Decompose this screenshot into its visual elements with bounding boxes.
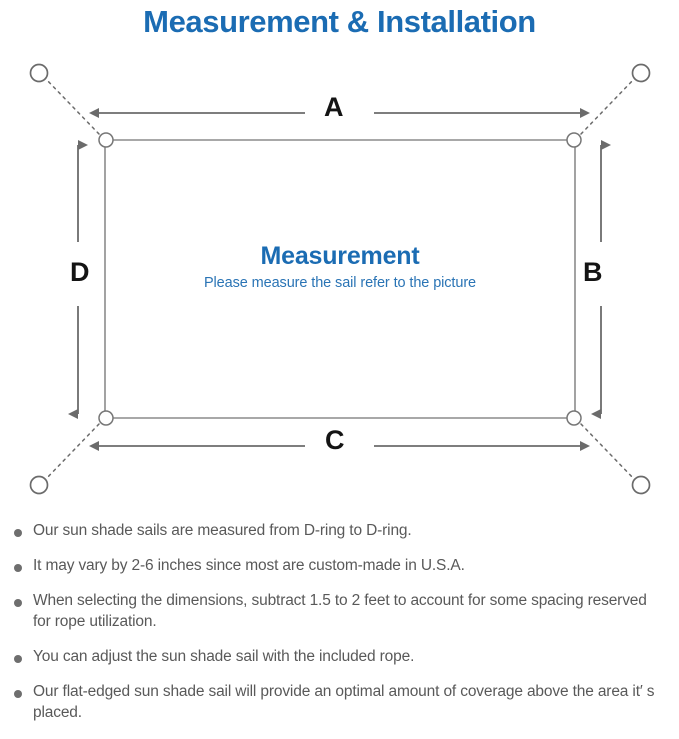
note-text: Our sun shade sails are measured from D-… <box>33 522 412 539</box>
page-title: Measurement & Installation <box>143 4 536 39</box>
anchor-point-bottom-left <box>29 475 49 495</box>
list-item: It may vary by 2-6 inches since most are… <box>0 555 679 576</box>
d-ring-top-left <box>98 132 114 148</box>
list-item: Our sun shade sails are measured from D-… <box>0 520 679 541</box>
dimension-label-b: B <box>583 257 603 287</box>
rope-line-bottom-right <box>580 423 637 482</box>
sail-measurement-diagram: Measurement Please measure the sail refe… <box>0 44 679 514</box>
dimension-label-a: A <box>324 92 344 122</box>
d-ring-bottom-left <box>98 410 114 426</box>
note-text: Our flat-edged sun shade sail will provi… <box>33 683 655 721</box>
bullet-icon <box>14 599 22 607</box>
note-text: You can adjust the sun shade sail with t… <box>33 648 415 665</box>
list-item: When selecting the dimensions, subtract … <box>0 590 679 632</box>
rope-line-bottom-left <box>43 423 100 482</box>
bullet-icon <box>14 690 22 698</box>
dimension-label-d: D <box>70 257 90 287</box>
diagram-svg <box>29 63 651 495</box>
d-ring-bottom-right <box>566 410 582 426</box>
anchor-point-bottom-right <box>631 475 651 495</box>
bullet-icon <box>14 529 22 537</box>
anchor-point-top-left <box>29 63 49 83</box>
notes-list: Our sun shade sails are measured from D-… <box>0 520 679 737</box>
note-text: It may vary by 2-6 inches since most are… <box>33 557 465 574</box>
list-item: You can adjust the sun shade sail with t… <box>0 646 679 667</box>
rope-line-top-right <box>580 76 637 135</box>
list-item: Our flat-edged sun shade sail will provi… <box>0 681 679 723</box>
bullet-icon <box>14 564 22 572</box>
sail-rectangle <box>104 139 576 419</box>
bullet-icon <box>14 655 22 663</box>
anchor-point-top-right <box>631 63 651 83</box>
rope-line-top-left <box>43 76 100 135</box>
note-text: When selecting the dimensions, subtract … <box>33 592 647 630</box>
d-ring-top-right <box>566 132 582 148</box>
dimension-label-c: C <box>325 425 345 455</box>
